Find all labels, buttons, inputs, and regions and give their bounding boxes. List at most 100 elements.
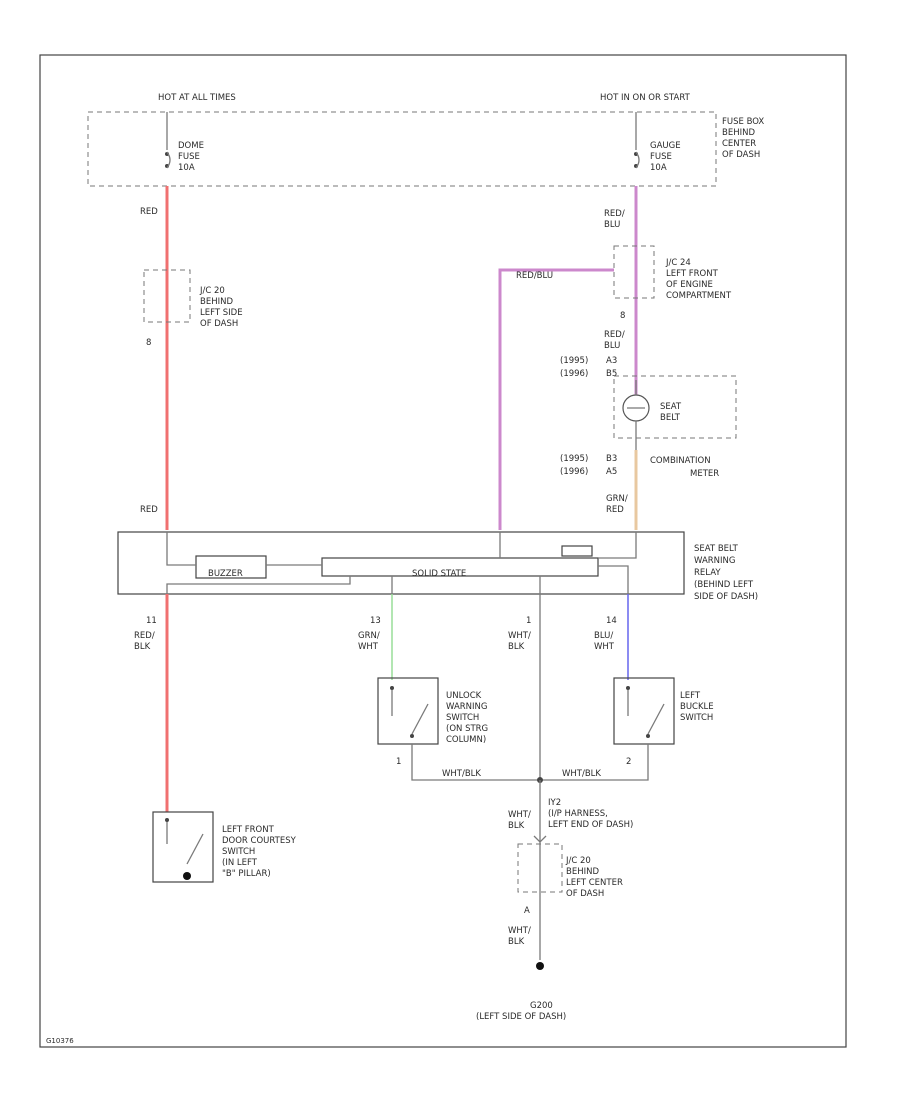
wht-blk-left-wire <box>411 744 540 781</box>
jc24-pin: 8 <box>620 311 625 321</box>
seat-belt-label-1: SEAT <box>660 402 682 412</box>
wht-blk-low-label-1: WHT/ <box>508 810 531 820</box>
combination-meter-label-1: COMBINATION <box>650 456 711 466</box>
seat-belt-warning-relay <box>117 531 685 595</box>
meter-pin-d-1: (1996) <box>560 467 588 477</box>
wht-blk-mid-label-1: WHT/ <box>508 631 531 641</box>
meter-pin-b-2: B5 <box>606 369 617 379</box>
grn-red-label-2: RED <box>606 505 624 515</box>
meter-pin-a-2: A3 <box>606 356 617 366</box>
grn-wht-label-2: WHT <box>358 642 379 652</box>
connector-label-3: LEFT END OF DASH) <box>548 820 633 830</box>
dome-fuse-label-3: 10A <box>178 163 195 173</box>
buckle-switch-label-2: BUCKLE <box>680 702 714 712</box>
dome-fuse: DOME FUSE 10A <box>165 112 204 173</box>
red-blu-mid-label-1: RED/ <box>604 330 625 340</box>
diagram-frame <box>39 54 847 1048</box>
connector-label-2: (I/P HARNESS, <box>548 809 608 819</box>
relay-diode-block <box>561 545 593 557</box>
blu-wht-label-1: BLU/ <box>594 631 613 641</box>
pin-11-label: 11 <box>146 616 157 626</box>
relay-label-2: WARNING <box>694 556 735 566</box>
red-blu-label-top-2: BLU <box>604 220 620 230</box>
unlock-switch-label-4: (ON STRG <box>446 724 488 734</box>
unlock-switch-pin: 1 <box>396 757 401 767</box>
unlock-switch-label-3: SWITCH <box>446 713 479 723</box>
pin-14-label: 14 <box>606 616 617 626</box>
grn-red-label-1: GRN/ <box>606 494 628 504</box>
fuse-box-label-4: OF DASH <box>722 150 760 160</box>
buckle-switch-pin: 2 <box>626 757 631 767</box>
hot-at-all-times-label: HOT AT ALL TIMES <box>158 93 236 103</box>
blu-wht-label-2: WHT <box>594 642 615 652</box>
red-blu-label-top-1: RED/ <box>604 209 625 219</box>
red-wire-label-top: RED <box>140 207 158 217</box>
jc20-left-pin: 8 <box>146 338 151 348</box>
jc24-label-4: COMPARTMENT <box>666 291 732 301</box>
wht-blk-mid-label-2: BLK <box>508 642 525 652</box>
relay-label-4: (BEHIND LEFT <box>694 580 754 590</box>
relay-label-3: RELAY <box>694 568 721 578</box>
pin-1-label: 1 <box>526 616 531 626</box>
door-switch-label-4: (IN LEFT <box>222 858 258 868</box>
jc20-lower-label-3: LEFT CENTER <box>566 878 623 888</box>
buckle-switch-label-1: LEFT <box>680 691 701 701</box>
gauge-fuse: GAUGE FUSE 10A <box>634 112 681 173</box>
door-switch-label-5: "B" PILLAR) <box>222 869 271 879</box>
gauge-fuse-label-1: GAUGE <box>650 141 681 151</box>
relay-label-1: SEAT BELT <box>694 544 739 554</box>
seat-belt-label-2: BELT <box>660 413 681 423</box>
grn-wht-label-1: GRN/ <box>358 631 380 641</box>
dome-fuse-label-2: FUSE <box>178 152 200 162</box>
door-switch-label-2: DOOR COURTESY <box>222 836 297 846</box>
ground-label-1: G200 <box>530 1001 553 1011</box>
unlock-warning-switch <box>377 677 439 745</box>
hot-in-on-or-start-label: HOT IN ON OR START <box>600 93 691 103</box>
jc20-lower-outline <box>517 843 563 893</box>
wht-blk-left-label: WHT/BLK <box>442 769 481 779</box>
door-courtesy-switch <box>152 811 214 883</box>
wht-blk-right-wire <box>540 744 649 781</box>
wht-blk-bottom-label-1: WHT/ <box>508 926 531 936</box>
jc24-label-2: LEFT FRONT <box>666 269 719 279</box>
jc24-label-3: OF ENGINE <box>666 280 713 290</box>
connector-icon <box>533 835 547 843</box>
fuse-box-label-3: CENTER <box>722 139 756 149</box>
door-switch-label-3: SWITCH <box>222 847 255 857</box>
unlock-switch-label-1: UNLOCK <box>446 691 482 701</box>
meter-pin-d-2: A5 <box>606 467 617 477</box>
meter-pin-c-2: B3 <box>606 454 617 464</box>
jc24-label-1: J/C 24 <box>665 258 691 268</box>
meter-pin-c-1: (1995) <box>560 454 588 464</box>
unlock-switch-label-2: WARNING <box>446 702 487 712</box>
meter-pin-a-1: (1995) <box>560 356 588 366</box>
left-buckle-switch <box>613 677 675 745</box>
red-blu-branch-label: RED/BLU <box>516 271 553 281</box>
connector-label-1: IY2 <box>548 798 561 808</box>
gauge-fuse-label-3: 10A <box>650 163 667 173</box>
pin-13-label: 13 <box>370 616 381 626</box>
red-blk-label-2: BLK <box>134 642 151 652</box>
jc20-left-label-2: BEHIND <box>200 297 233 307</box>
fuse-box-label-1: FUSE BOX <box>722 117 764 127</box>
red-blu-branch-wire <box>498 268 614 530</box>
red-blk-label-1: RED/ <box>134 631 155 641</box>
jc20-left-label-1: J/C 20 <box>199 286 225 296</box>
figure-id: G10376 <box>46 1037 74 1045</box>
ground-g200-icon <box>536 962 544 970</box>
solid-state-label: SOLID STATE <box>412 569 466 579</box>
door-switch-ground-icon <box>183 872 191 880</box>
wht-blk-low-label-2: BLK <box>508 821 525 831</box>
buzzer-block <box>195 555 267 579</box>
combination-meter-label-2: METER <box>690 469 719 479</box>
dome-fuse-label-1: DOME <box>178 141 204 151</box>
relay-label-5: SIDE OF DASH) <box>694 592 758 602</box>
ground-label-2: (LEFT SIDE OF DASH) <box>476 1012 566 1022</box>
jc20-left-label-4: OF DASH <box>200 319 238 329</box>
red-blu-mid-label-2: BLU <box>604 341 620 351</box>
jc20-lower-pin: A <box>524 906 530 916</box>
door-switch-label-1: LEFT FRONT <box>222 825 275 835</box>
wht-blk-bottom-label-2: BLK <box>508 937 525 947</box>
gauge-fuse-label-2: FUSE <box>650 152 672 162</box>
